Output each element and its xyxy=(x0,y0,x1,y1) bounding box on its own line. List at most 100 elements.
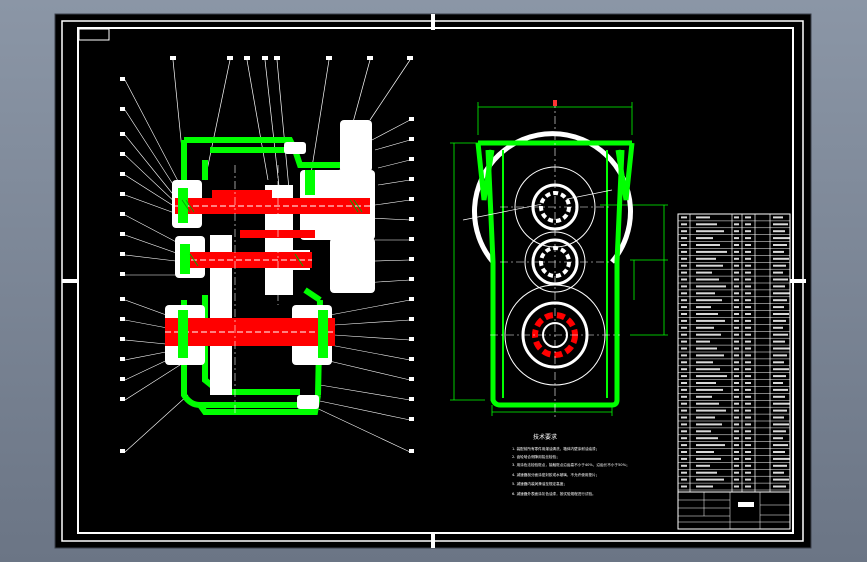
parts-list-cell-mark xyxy=(745,264,751,267)
technical-requirements: 技术要求 1. 装配前所有零件用煤油清洗，箱体内壁涂耐油油漆； 2. 齿轮啮合侧… xyxy=(512,433,630,496)
parts-list-cell-mark xyxy=(681,333,687,336)
parts-list-cell-mark xyxy=(773,402,790,405)
parts-list-cell-mark xyxy=(734,375,739,378)
construction-line xyxy=(462,189,613,221)
parts-list-cell-mark xyxy=(681,375,687,378)
center-mark-top xyxy=(431,14,435,30)
parts-list-cell-mark xyxy=(745,278,751,281)
side-view xyxy=(450,100,668,420)
parts-list-cell-mark xyxy=(696,223,717,226)
parts-list-cell-mark xyxy=(745,382,751,384)
parts-list-cell-mark xyxy=(681,478,687,481)
title-block-name-mark xyxy=(738,502,754,507)
parts-list-cell-mark xyxy=(734,278,739,281)
parts-list-cell-mark xyxy=(745,437,751,440)
callout-number-marks xyxy=(120,56,414,453)
parts-list-cell-mark xyxy=(681,257,687,260)
parts-list-cell-mark xyxy=(745,464,751,467)
parts-list-cell-mark xyxy=(773,223,788,226)
parts-list-cell-mark xyxy=(745,319,751,322)
parts-list-cell-mark xyxy=(773,485,786,488)
parts-list-cell-mark xyxy=(734,451,739,453)
parts-list-cell-mark xyxy=(696,230,724,233)
parts-list-cell-mark xyxy=(773,306,784,309)
parts-list-cell-mark xyxy=(681,368,687,371)
parts-list-cell-mark xyxy=(773,430,786,433)
parts-list-cell-mark xyxy=(696,237,713,240)
parts-list-cell-mark xyxy=(681,278,687,281)
parts-list-cell-mark xyxy=(773,423,789,426)
parts-list-cell-mark xyxy=(681,292,687,295)
parts-list-cell-mark xyxy=(681,326,687,329)
parts-list-cell-mark xyxy=(773,354,787,357)
parts-list-cell-mark xyxy=(773,271,783,274)
parts-list-cell-mark xyxy=(734,354,739,357)
parts-list-cell-mark xyxy=(734,313,739,315)
parts-list-cell-mark xyxy=(773,237,790,240)
parts-list-cell-mark xyxy=(734,299,739,302)
parts-list-cell-mark xyxy=(773,292,790,295)
parts-list-columns xyxy=(689,214,771,492)
parts-list-cell-mark xyxy=(681,319,687,322)
parts-list-cell-mark xyxy=(745,347,751,350)
parts-list-cell-mark xyxy=(773,478,789,481)
parts-list-cell-mark xyxy=(734,361,739,364)
parts-list-cell-mark xyxy=(745,430,751,433)
parts-list-cell-mark xyxy=(745,388,751,391)
parts-list-cell-mark xyxy=(773,444,788,447)
parts-list-cell-mark xyxy=(734,319,739,322)
parts-list-cell-mark xyxy=(745,471,751,474)
parts-list-cell-mark xyxy=(696,409,726,412)
parts-list-cell-mark xyxy=(773,347,790,350)
parts-list-cell-mark xyxy=(696,216,710,219)
parts-list-cell-mark xyxy=(734,368,739,371)
parts-list-cell-mark xyxy=(745,306,751,309)
plan-center-lines xyxy=(234,165,279,415)
title-block-grid xyxy=(678,492,790,529)
parts-list-cell-mark xyxy=(681,444,687,447)
parts-list-cell-mark xyxy=(696,333,721,336)
housing-flanges xyxy=(178,170,328,358)
parts-list-cell-mark xyxy=(681,409,687,412)
parts-list-cell-mark xyxy=(745,333,751,336)
parts-list-cell-mark xyxy=(734,430,739,433)
parts-list-cell-mark xyxy=(745,237,751,240)
parts-list-cell-mark xyxy=(681,457,687,460)
parts-list-cell-mark xyxy=(745,340,751,343)
parts-list-rows xyxy=(678,220,790,491)
parts-list-cell-mark xyxy=(734,478,739,481)
parts-list-cell-mark xyxy=(745,257,751,260)
parts-list-cell-mark xyxy=(696,244,720,246)
parts-list-cell-mark xyxy=(745,216,751,219)
parts-list-cell-mark xyxy=(681,388,687,391)
housing-top-arc xyxy=(472,131,633,264)
parts-list-cell-mark xyxy=(734,464,739,467)
parts-list-cell-mark xyxy=(773,285,785,288)
parts-list-cell-mark xyxy=(681,451,687,453)
parts-list-cell-mark xyxy=(734,471,739,474)
parts-list-cell-mark xyxy=(745,478,751,481)
parts-list-frame xyxy=(677,213,791,493)
parts-list-cell-mark xyxy=(696,375,727,378)
parts-list-cell-mark xyxy=(773,437,783,440)
parts-list-cell-mark xyxy=(681,271,687,274)
parts-list-cell-mark xyxy=(696,285,726,288)
parts-list-cell-mark xyxy=(696,388,723,391)
parts-list-cell-mark xyxy=(745,326,751,329)
parts-list-cell-mark xyxy=(696,457,721,460)
parts-list-cell-mark xyxy=(696,340,710,343)
parts-list-cell-mark xyxy=(696,444,725,447)
parts-list-cell-mark xyxy=(773,451,785,453)
parts-list-cell-mark xyxy=(734,250,739,253)
parts-list-cell-mark xyxy=(745,485,751,488)
parts-list-cell-mark xyxy=(696,292,715,295)
parts-list-cell-mark xyxy=(734,402,739,405)
parts-list-cell-mark xyxy=(681,416,687,419)
parts-list-cell-mark xyxy=(681,244,687,246)
parts-list-cell-mark xyxy=(745,271,751,274)
tech-req-item-1: 1. 装配前所有零件用煤油清洗，箱体内壁涂耐油油漆； xyxy=(512,446,599,451)
parts-list-cell-mark xyxy=(681,306,687,309)
parts-list-cell-mark xyxy=(696,319,725,322)
parts-list-cell-mark xyxy=(734,257,739,260)
parts-list-cell-mark xyxy=(681,430,687,433)
